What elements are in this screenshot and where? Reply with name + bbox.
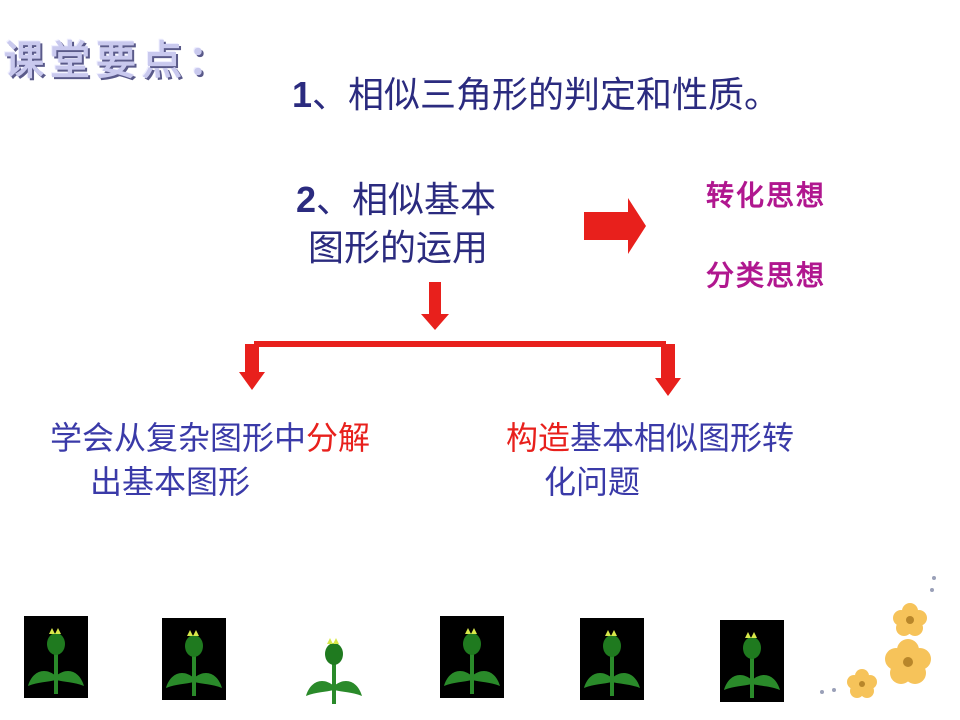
right-arrow-icon	[584, 198, 646, 254]
right-branch-highlight: 构造	[506, 419, 571, 457]
down-arrow-icon-center	[421, 282, 449, 330]
flower-tile	[302, 626, 366, 708]
flower-tile	[440, 616, 504, 698]
left-branch-line2: 出基本图形	[90, 463, 251, 501]
flower-tile	[24, 616, 88, 698]
key-point-2-number: 2	[296, 179, 317, 220]
flower-sprout-icon	[306, 638, 362, 704]
yellow-flower-icon	[885, 639, 931, 684]
flower-tile	[580, 618, 644, 700]
branch-connector-line	[254, 341, 666, 347]
flower-sprout-icon	[28, 628, 84, 694]
left-branch-part1: 学会从复杂图形中	[50, 419, 307, 457]
key-point-1: 1、相似三角形的判定和性质。	[292, 66, 780, 118]
right-branch-text: 构造基本相似图形转 化问题	[506, 416, 794, 504]
slide-title: 课堂要点：	[4, 37, 234, 84]
method-transform: 转化思想	[706, 179, 827, 212]
right-branch-part1: 基本相似图形转	[570, 419, 795, 457]
flower-sprout-icon	[444, 628, 500, 694]
down-arrow-icon-right	[655, 344, 681, 396]
flower-tile	[162, 618, 226, 700]
left-branch-highlight: 分解	[306, 419, 371, 457]
down-arrow-icon-left	[239, 344, 265, 390]
flower-sprout-icon	[584, 630, 640, 696]
key-point-1-text: 、相似三角形的判定和性质。	[312, 75, 781, 116]
flower-sprout-icon	[166, 630, 222, 696]
key-point-2: 2、相似基本 图形的运用	[296, 176, 496, 273]
yellow-flowers-decoration	[820, 576, 936, 698]
yellow-flower-icon	[847, 669, 877, 698]
left-branch-text: 学会从复杂图形中分解 出基本图形	[50, 416, 370, 504]
key-point-2-text-line2: 图形的运用	[308, 228, 489, 269]
key-point-2-text-line1: 、相似基本	[316, 180, 497, 221]
key-point-1-number: 1	[292, 74, 313, 115]
method-classify: 分类思想	[706, 259, 827, 292]
sparkle-icon	[820, 576, 936, 694]
yellow-flower-icon	[893, 603, 927, 636]
flower-sprout-icon	[724, 632, 780, 698]
flower-tile	[720, 620, 784, 702]
right-branch-line2: 化问题	[544, 463, 641, 501]
